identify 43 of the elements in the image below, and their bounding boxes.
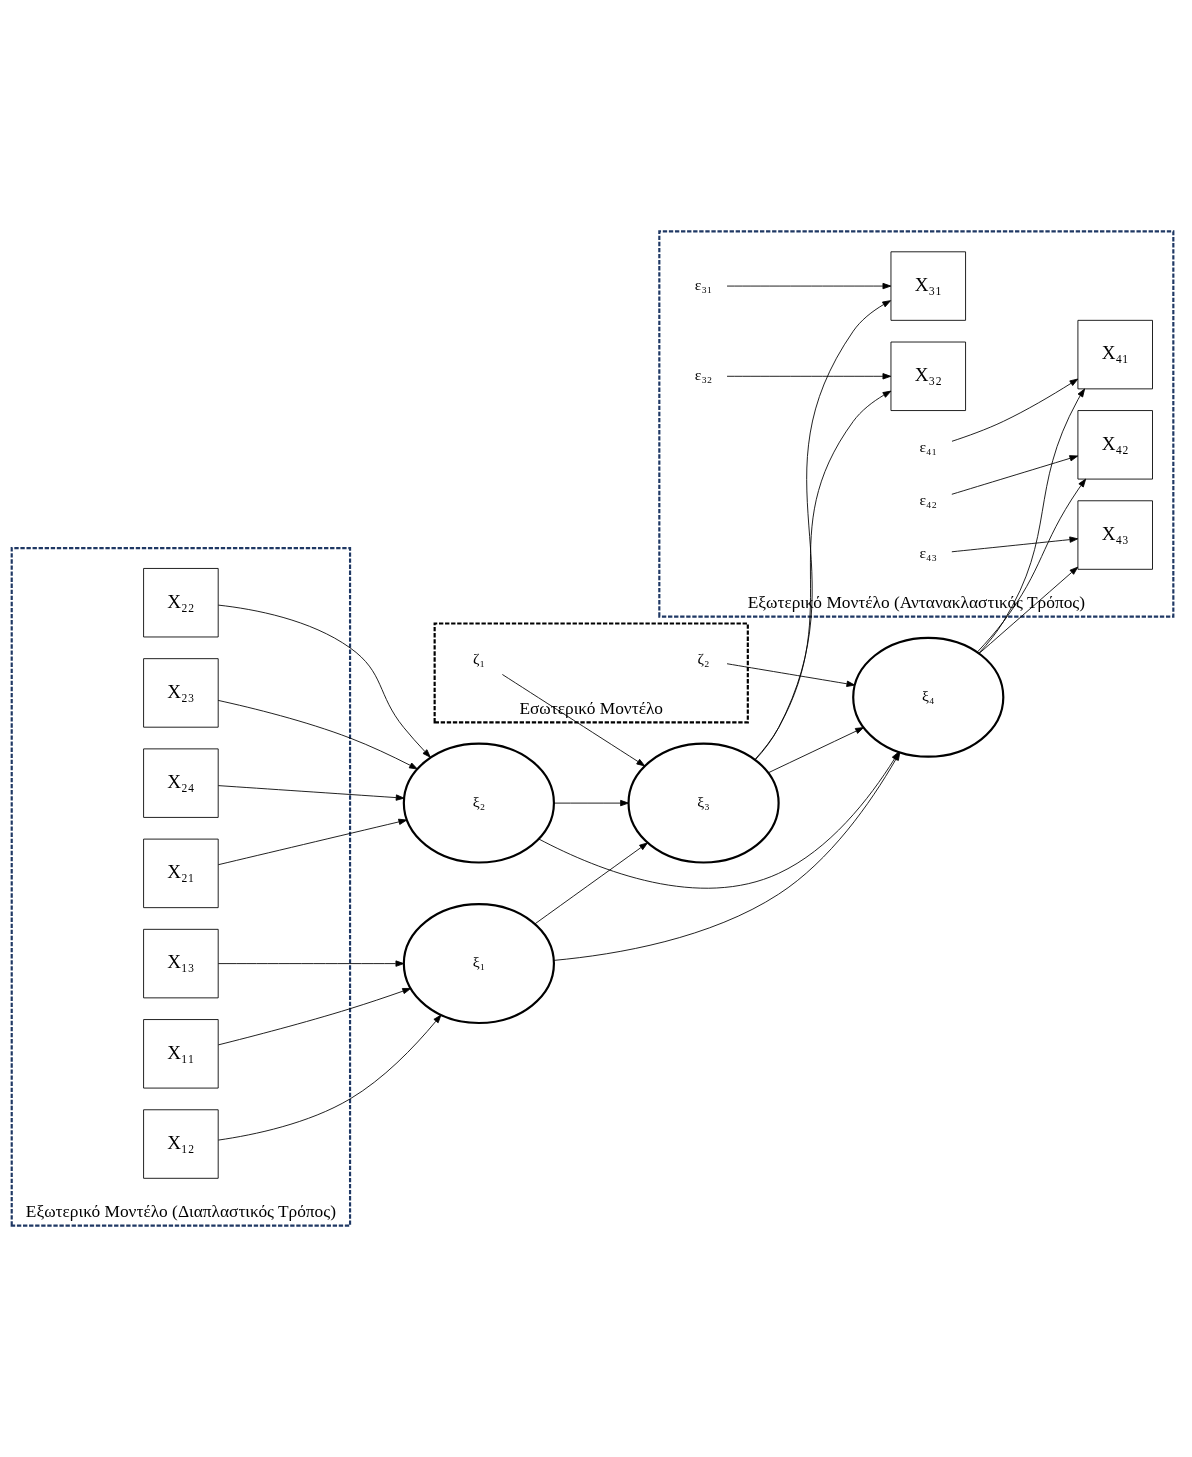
node-text: ε₄₁ <box>919 438 937 456</box>
node-ellipse: ξ₂ <box>402 742 555 864</box>
arrow <box>978 566 1079 654</box>
node-box: X₂₁ <box>143 838 219 909</box>
arrow <box>501 674 646 767</box>
arrow <box>217 818 408 866</box>
node-text: ε₃₁ <box>694 275 713 293</box>
node-box: X₁₃ <box>143 928 219 999</box>
arrow <box>553 799 629 807</box>
arrow <box>951 536 1079 553</box>
node-text: ε₄₃ <box>919 543 937 561</box>
arrow <box>218 988 412 1046</box>
arrow <box>978 388 1086 654</box>
node-text: ζ₂ <box>697 649 710 667</box>
node-box: X₂₃ <box>143 658 219 728</box>
arrow <box>218 1014 442 1141</box>
node-ellipse: ξ₃ <box>627 742 780 864</box>
arrow <box>726 373 892 380</box>
node-box: X₁₂ <box>143 1109 219 1179</box>
arrow <box>726 663 856 687</box>
node-box: X₃₁ <box>890 251 966 321</box>
arrow <box>217 960 405 967</box>
node-box: X₂₄ <box>143 748 219 818</box>
arrow <box>534 842 648 925</box>
node-text: ε₃₂ <box>694 366 713 384</box>
node-box: X₁₁ <box>143 1019 219 1089</box>
arrow <box>951 378 1079 442</box>
arrow <box>767 727 864 774</box>
node-box: X₂₂ <box>143 568 219 638</box>
node-box: X₄₂ <box>1077 410 1153 480</box>
arrow <box>977 478 1087 653</box>
arrow <box>726 282 892 290</box>
arrow <box>754 300 891 761</box>
node-box: X₄₃ <box>1077 500 1153 570</box>
node-text: ε₄₂ <box>919 491 937 509</box>
arrow <box>754 390 892 760</box>
arrow <box>217 699 418 770</box>
node-box: X₃₂ <box>890 341 966 411</box>
arrow <box>951 455 1079 495</box>
arrow <box>217 785 405 801</box>
node-text: ζ₁ <box>472 649 485 667</box>
arrow <box>217 604 431 758</box>
node-box: X₄₁ <box>1077 319 1153 390</box>
